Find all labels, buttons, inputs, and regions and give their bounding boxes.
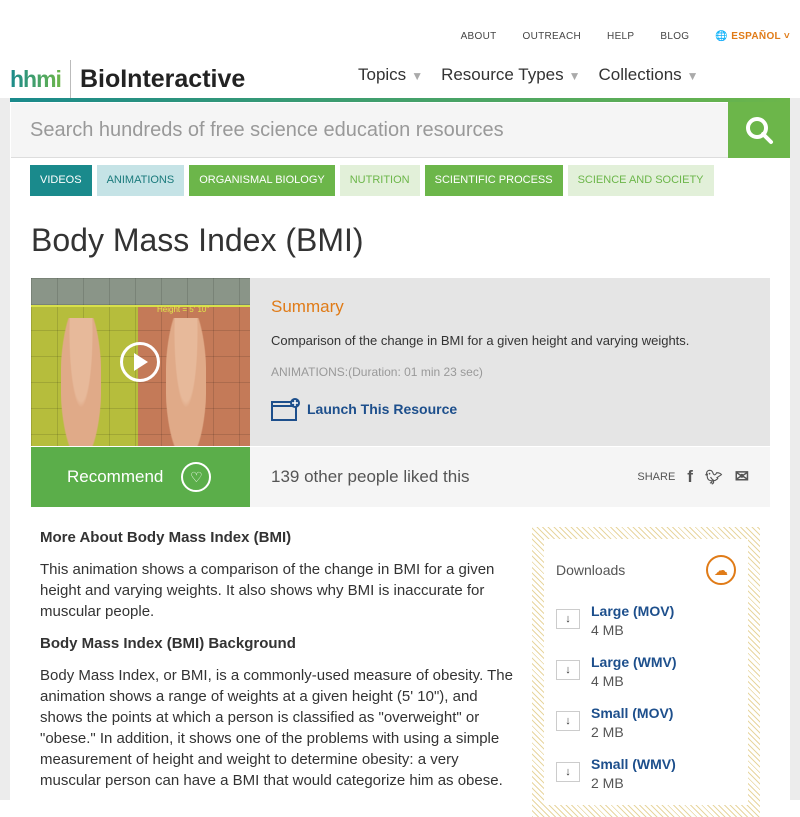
download-link[interactable]: Large (WMV) [591,654,677,670]
figure-image [61,318,101,446]
search-button[interactable] [728,102,790,158]
file-size: 2 MB [591,724,624,740]
play-button[interactable] [120,342,160,382]
chevron-down-icon: ˅ [783,31,790,42]
thumbnail-caption: Height = 5' 10" [157,305,210,314]
summary-heading: Summary [271,297,344,316]
download-arrow-icon: ↓ [556,660,580,680]
logo-divider [69,60,71,98]
download-arrow-icon: ↓ [556,711,580,731]
downloads-heading: Downloads [556,562,626,578]
summary-description: Comparison of the change in BMI for a gi… [271,333,690,348]
download-item[interactable]: ↓ Small (MOV) 2 MB [556,705,736,740]
download-link[interactable]: Small (MOV) [591,705,674,721]
recommend-button[interactable]: Recommend ♡ [31,447,250,507]
header-gradient-bar [10,98,790,102]
tag-science-and-society[interactable]: SCIENCE AND SOCIETY [567,165,714,196]
tag-videos[interactable]: VIDEOS [30,165,92,196]
summary-panel: Summary Comparison of the change in BMI … [250,278,770,446]
help-link[interactable]: HELP [607,31,635,42]
section-heading: More About Body Mass Index (BMI) [40,529,292,546]
downloads-box: Downloads ☁ ↓ Large (MOV) 4 MB ↓ Large (WMV) 4… [532,527,760,817]
tag-nutrition[interactable]: NUTRITION [339,165,420,196]
utility-nav: ABOUT OUTREACH HELP BLOG 🌐 ESPAÑOL ˅ [435,31,790,42]
facebook-icon[interactable]: f [687,467,693,486]
page-title: Body Mass Index (BMI) [31,222,364,258]
blog-link[interactable]: BLOG [660,31,690,42]
biointeractive-logo: BioInteractive [79,64,246,93]
file-size: 2 MB [591,775,624,791]
globe-icon: 🌐 [715,31,729,42]
language-selector[interactable]: 🌐 ESPAÑOL ˅ [715,31,790,42]
article-body: More About Body Mass Index (BMI) This an… [40,527,515,802]
chevron-down-icon: ▼ [568,69,581,83]
email-icon[interactable]: ✉ [734,467,749,486]
download-item[interactable]: ↓ Small (WMV) 2 MB [556,756,736,791]
cloud-download-icon: ☁ [706,555,736,585]
paragraph: This animation shows a comparison of the… [40,561,495,620]
nav-resource-types[interactable]: Resource Types▼ [441,65,581,84]
likes-count: 139 other people liked this [271,467,470,486]
figure-image [166,318,206,446]
twitter-icon[interactable]: 🐦︎ [704,468,723,485]
download-link[interactable]: Large (MOV) [591,603,675,619]
search-input[interactable]: Search hundreds of free science educatio… [11,103,728,158]
share-links: SHARE f 🐦︎ ✉ [637,467,749,486]
paragraph: Body Mass Index, or BMI, is a commonly-u… [40,667,513,789]
tag-scientific-process[interactable]: SCIENTIFIC PROCESS [424,165,563,196]
video-thumbnail[interactable]: Height = 5' 10" [31,278,250,446]
search-icon [746,117,773,144]
tag-organismal-biology[interactable]: ORGANISMAL BIOLOGY [189,165,335,196]
launch-resource-link[interactable]: Launch This Resource [271,397,749,421]
hhmi-logo: hhmi [10,65,62,92]
section-heading: Body Mass Index (BMI) Background [40,635,296,652]
heart-plus-icon: ♡ [181,462,212,492]
download-item[interactable]: ↓ Large (MOV) 4 MB [556,603,736,638]
likes-bar: 139 other people liked this SHARE f 🐦︎ ✉ [250,447,770,507]
nav-collections[interactable]: Collections▼ [598,65,699,84]
nav-topics[interactable]: Topics▼ [358,65,424,84]
about-link[interactable]: ABOUT [460,31,497,42]
download-item[interactable]: ↓ Large (WMV) 4 MB [556,654,736,689]
download-arrow-icon: ↓ [556,762,580,782]
download-arrow-icon: ↓ [556,609,580,629]
file-size: 4 MB [591,622,624,638]
logo[interactable]: hhmi BioInteractive [10,60,245,98]
file-size: 4 MB [591,673,624,689]
play-icon [134,353,148,371]
main-nav: Topics▼ Resource Types▼ Collections▼ [358,65,717,85]
launch-window-icon [271,398,300,421]
tag-animations[interactable]: ANIMATIONS [96,165,185,196]
chevron-down-icon: ▼ [686,69,699,83]
duration: ANIMATIONS:(Duration: 01 min 23 sec) [271,365,483,379]
download-link[interactable]: Small (WMV) [591,756,676,772]
chevron-down-icon: ▼ [411,69,424,83]
outreach-link[interactable]: OUTREACH [522,31,582,42]
